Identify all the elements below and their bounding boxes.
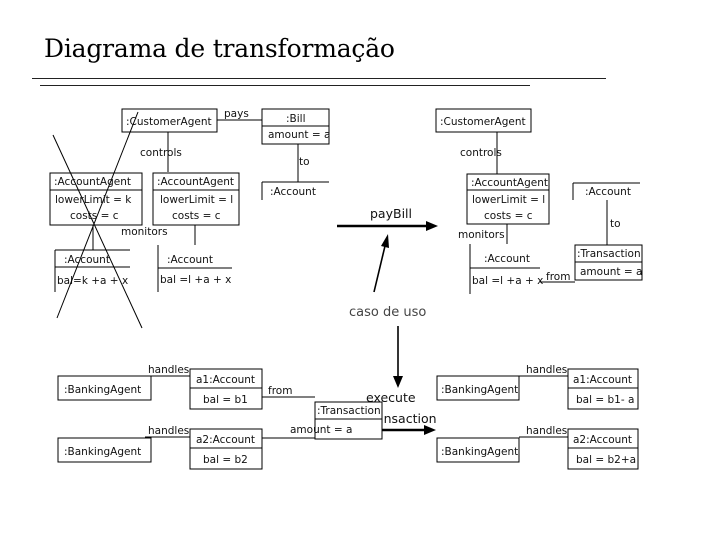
rt-account-right-box: :Account [572, 182, 640, 200]
left-top-diagram: :CustomerAgent pays :Bill amount = a to … [49, 108, 330, 329]
right-top-diagram: :CustomerAgent controls :AccountAgent lo… [435, 108, 643, 294]
right-bottom-diagram: :BankingAgent handles a1:Account bal = b… [436, 364, 639, 470]
rt-account-agent-costs: costs = c [484, 210, 533, 222]
lt-account-agent-2-label: :AccountAgent [157, 176, 234, 188]
rb-banking-agent-1-label: :BankingAgent [441, 384, 518, 396]
lt-cross-line-1 [52, 134, 143, 329]
rb-a1-bal: bal = b1- a [576, 394, 634, 406]
title-rule-2 [40, 85, 530, 86]
rt-monitors-label: monitors [458, 229, 505, 241]
lb-transaction-label: :Transaction [317, 405, 381, 417]
lt-pays-label: pays [224, 108, 249, 120]
rb-banking-agent-2-label: :BankingAgent [441, 446, 518, 458]
lt-bill-amount: amount = a [268, 129, 330, 141]
rb-handles-1-label: handles [526, 364, 567, 376]
paybill-arrow-head [426, 221, 438, 231]
rb-banking-agent-1-box: :BankingAgent [436, 375, 520, 401]
lt-account-1-box: :Account bal=k +a + x [54, 249, 130, 292]
lt-customer-agent-label: :CustomerAgent [126, 116, 212, 128]
lt-account-agent-2-costs: costs = c [172, 210, 221, 222]
caso-pointer-1-head [381, 234, 389, 248]
rt-account-box: :Account bal =l +a + x [469, 244, 543, 294]
rb-handles-2-label: handles [526, 425, 567, 437]
lt-bill-box: :Bill amount = a [261, 108, 330, 145]
paybill-label: payBill [370, 206, 412, 221]
caso-pointer-1 [373, 245, 386, 293]
rb-a1-account-label: a1:Account [573, 374, 632, 386]
lb-a2-account-label: a2:Account [196, 434, 255, 446]
lb-a2-bal: bal = b2 [203, 454, 248, 466]
lt-to-label: to [299, 156, 310, 168]
rt-controls-label: controls [460, 147, 502, 159]
lt-account-2-box: :Account bal =l +a + x [157, 245, 232, 292]
rb-a2-account-label: a2:Account [573, 434, 632, 446]
rb-a2-account-box: a2:Account bal = b2+a [567, 428, 639, 470]
rt-account-agent-label: :AccountAgent [471, 177, 548, 189]
rt-customer-agent-label: :CustomerAgent [440, 116, 526, 128]
lt-account-1-label: :Account [64, 254, 110, 266]
caso-pointer-2-head [393, 376, 403, 388]
rt-account-agent-box: :AccountAgent lowerLimit = l costs = c [466, 173, 550, 225]
lb-from-label: from [268, 385, 292, 397]
lb-a2-account-box: a2:Account bal = b2 [189, 428, 263, 470]
rb-a2-bal: bal = b2+a [576, 454, 636, 466]
lt-account-top-box: :Account [261, 181, 329, 200]
middle-arrows: payBill caso de uso execute Transaction [337, 206, 438, 435]
title-rule-1 [32, 78, 606, 79]
execute-label-1: execute [366, 390, 416, 405]
lb-handles-2-label: handles [148, 425, 189, 437]
rt-transaction-amount: amount = a [580, 266, 642, 278]
lb-banking-agent-2-box: :BankingAgent [57, 437, 152, 463]
caso-de-uso-label: caso de uso [349, 305, 426, 320]
lb-transaction-amount: amount = a [290, 424, 352, 436]
left-bottom-diagram: handles :BankingAgent a1:Account bal = b… [57, 364, 383, 470]
rb-a1-account-box: a1:Account bal = b1- a [567, 368, 639, 410]
lt-controls-label: controls [140, 147, 182, 159]
lt-account-1-bal: bal=k +a + x [57, 275, 128, 287]
lt-account-top-label: :Account [270, 186, 316, 198]
lt-customer-agent-box: :CustomerAgent [121, 108, 218, 133]
execute-arrow-head [424, 425, 436, 435]
lb-a1-bal: bal = b1 [203, 394, 248, 406]
lt-account-agent-2-attr: lowerLimit = l [160, 194, 233, 206]
lt-monitors-label: monitors [121, 226, 168, 238]
lb-banking-agent-1-box: :BankingAgent [57, 375, 152, 401]
rt-account-agent-attr: lowerLimit = l [472, 194, 545, 206]
lt-bill-label: :Bill [286, 113, 306, 125]
lt-account-agent-1-costs: costs = c [70, 210, 119, 222]
rb-banking-agent-2-box: :BankingAgent [436, 437, 520, 463]
lb-a1-account-label: a1:Account [196, 374, 255, 386]
rt-account-label: :Account [484, 253, 530, 265]
lt-account-agent-2-box: :AccountAgent lowerLimit = l costs = c [152, 172, 240, 226]
lb-a1-account-box: a1:Account bal = b1 [189, 368, 263, 410]
lb-banking-agent-1-label: :BankingAgent [64, 384, 141, 396]
lt-account-2-bal: bal =l +a + x [160, 274, 231, 286]
lb-transaction-box: :Transaction amount = a [290, 401, 383, 440]
rt-account-bal: bal =l +a + x [472, 275, 543, 287]
rt-customer-agent-box: :CustomerAgent [435, 108, 532, 133]
rt-to-label: to [610, 218, 621, 230]
lt-account-agent-1-attr: lowerLimit = k [55, 194, 132, 206]
lt-account-agent-1-box: :AccountAgent lowerLimit = k costs = c [49, 172, 143, 226]
rt-transaction-label: :Transaction [577, 248, 641, 260]
lt-account-2-label: :Account [167, 254, 213, 266]
lb-handles-1-label: handles [148, 364, 189, 376]
rt-from-label: from [546, 271, 570, 283]
rt-transaction-box: :Transaction amount = a [574, 244, 643, 281]
lt-account-agent-1-label: :AccountAgent [54, 176, 131, 188]
lb-banking-agent-2-label: :BankingAgent [64, 446, 141, 458]
lt-cross-line-2 [56, 111, 139, 319]
slide-title: Diagrama de transformação [44, 34, 395, 63]
rt-account-right-label: :Account [585, 186, 631, 198]
